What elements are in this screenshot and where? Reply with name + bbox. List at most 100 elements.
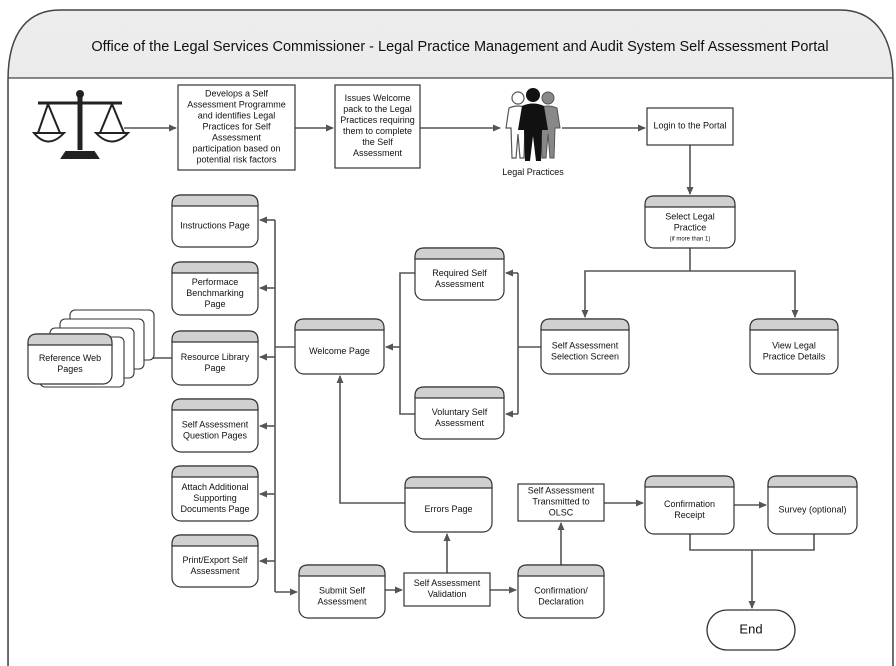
node-box xyxy=(706,609,796,651)
node-label-line: Assessment xyxy=(317,597,367,607)
node-tab xyxy=(294,318,385,331)
node-tab xyxy=(414,247,505,260)
node-label-line: Selection Screen xyxy=(551,352,619,362)
node-label-line: and identifies Legal xyxy=(198,111,276,121)
node-label-line: Practice Details xyxy=(763,352,826,362)
node-label-line: Validation xyxy=(428,589,467,599)
node-label-line: View Legal xyxy=(772,341,816,351)
node-label-line: Question Pages xyxy=(183,431,248,441)
node-label-line: Errors Page xyxy=(424,504,472,514)
node-note: (if more than 1) xyxy=(670,236,711,242)
node-label-line: pack to the Legal xyxy=(343,104,412,114)
node-label-line: them to complete xyxy=(343,126,412,136)
node-label-line: Page xyxy=(204,363,225,373)
node-tab xyxy=(171,465,259,478)
node-label-line: Self Assessment xyxy=(414,578,481,588)
node-label-line: Confirmation/ xyxy=(534,586,588,596)
node-label-line: Assessment Programme xyxy=(187,100,286,110)
instructions-page-node: Instructions Page xyxy=(171,194,259,248)
errors-page-node: Errors Page xyxy=(404,476,493,533)
node-label-line: Page xyxy=(204,299,225,309)
connector-lines xyxy=(117,124,815,609)
node-label-line: Resource Library xyxy=(181,352,250,362)
node-label-line: Receipt xyxy=(674,510,705,520)
node-label-line: Select Legal xyxy=(665,211,715,221)
node-tab xyxy=(767,475,858,488)
node-tab xyxy=(644,475,735,488)
node-label-line: Required Self xyxy=(432,268,487,278)
node-box xyxy=(403,572,491,607)
node-label-line: Self Assessment xyxy=(528,486,595,496)
connector-arrow xyxy=(690,270,799,318)
node-label-line: Self Assessment xyxy=(552,341,619,351)
node-box xyxy=(646,107,734,146)
people-group-icon xyxy=(505,88,561,161)
node-label-line: Confirmation xyxy=(664,499,715,509)
node-tab xyxy=(171,330,259,343)
node-label-line: the Self xyxy=(362,137,393,147)
page-title: Office of the Legal Services Commissione… xyxy=(91,39,828,55)
node-label-line: Documents Page xyxy=(180,504,249,514)
node-label-line: Assessment xyxy=(212,133,262,143)
node-label-line: participation based on xyxy=(192,144,280,154)
node-label-line: OLSC xyxy=(549,508,574,518)
node-label-line: Voluntary Self xyxy=(432,407,488,417)
node-tab xyxy=(171,398,259,411)
end-terminal-node: End xyxy=(706,609,796,651)
node-label-line: Issues Welcome xyxy=(345,93,411,103)
node-label-line: End xyxy=(739,622,762,637)
survey-optional-node: Survey (optional) xyxy=(767,475,858,535)
node-tab xyxy=(644,195,736,208)
node-label-line: Practices requiring xyxy=(340,115,415,125)
node-label-line: Develops a Self xyxy=(205,89,269,99)
node-tab xyxy=(298,564,386,577)
node-box xyxy=(177,84,296,171)
node-tab xyxy=(517,564,605,577)
node-label-line: Instructions Page xyxy=(180,221,250,231)
node-label-line: Practices for Self xyxy=(202,122,271,132)
node-tab xyxy=(27,333,113,346)
node-label-line: Attach Additional xyxy=(181,482,248,492)
node-label-line: Login to the Portal xyxy=(653,121,726,131)
node-box xyxy=(517,483,605,522)
connector-arrow xyxy=(399,272,415,415)
node-label-line: Performace xyxy=(192,277,239,287)
node-label-line: Benchmarking xyxy=(186,288,244,298)
node-tab xyxy=(414,386,505,399)
node-label-line: Legal Practices xyxy=(502,167,564,177)
scales-of-justice-icon xyxy=(31,90,131,159)
node-box xyxy=(334,84,421,169)
node-label-line: Assessment xyxy=(435,279,485,289)
node-label-line: Survey (optional) xyxy=(778,505,846,515)
login-portal-box: Login to the Portal xyxy=(646,107,734,146)
node-label-line: Welcome Page xyxy=(309,346,370,356)
legal-practices-label: Legal Practices xyxy=(502,167,564,177)
node-label-line: Declaration xyxy=(538,597,584,607)
connector-arrow xyxy=(581,248,691,318)
node-tab xyxy=(404,476,493,489)
node-label-line: Assessment xyxy=(435,418,485,428)
node-tab xyxy=(749,318,839,331)
node-label-line: Transmitted to xyxy=(532,497,589,507)
node-tab xyxy=(540,318,630,331)
node-label-line: Pages xyxy=(57,364,83,374)
node-label-line: potential risk factors xyxy=(196,155,277,165)
node-label-line: Assessment xyxy=(353,148,403,158)
